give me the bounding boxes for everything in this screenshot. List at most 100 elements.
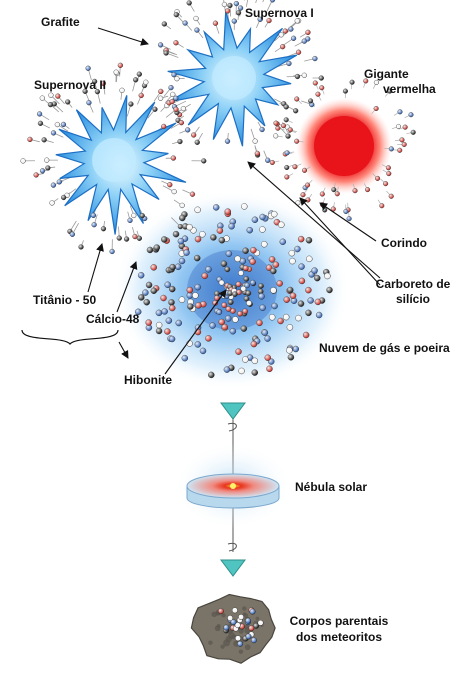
dust-grain xyxy=(184,250,190,256)
dust-grain xyxy=(252,217,258,223)
dust-grain xyxy=(320,192,325,197)
dust-grain xyxy=(278,318,284,324)
dust-grain xyxy=(242,357,248,363)
dust-grain xyxy=(244,283,249,288)
dust-grain xyxy=(57,179,62,184)
dust-grain xyxy=(147,247,153,253)
dust-grain xyxy=(87,100,92,105)
dust-grain xyxy=(175,264,181,270)
dust-grain xyxy=(51,183,56,188)
dust-grain xyxy=(169,286,175,292)
dust-grain xyxy=(299,278,305,284)
dust-grain xyxy=(158,42,163,47)
dust-grain xyxy=(187,224,193,230)
dust-grain xyxy=(389,194,394,199)
dust-grain xyxy=(251,341,257,347)
dust-grain xyxy=(287,61,292,66)
dust-grain xyxy=(294,246,300,252)
dust-grain xyxy=(293,164,298,169)
dust-grain xyxy=(172,189,177,194)
dust-grain xyxy=(128,218,133,223)
dust-grain xyxy=(21,158,26,163)
rock-texture xyxy=(208,640,212,644)
dust-grain xyxy=(305,287,311,293)
dust-grain xyxy=(170,264,176,270)
rock-texture xyxy=(239,649,243,653)
dust-grain xyxy=(169,299,175,305)
dust-grain xyxy=(151,264,157,270)
dust-grain xyxy=(143,80,148,85)
embedded-grain xyxy=(258,620,263,625)
dust-grain xyxy=(313,81,318,86)
embedded-grain xyxy=(231,619,236,624)
dust-grain xyxy=(327,287,333,293)
dust-grain xyxy=(205,335,211,341)
dust-grain xyxy=(303,332,309,338)
label-supernova-i: Supernova I xyxy=(245,6,314,20)
dust-grain xyxy=(172,72,177,77)
dust-grain xyxy=(306,256,312,262)
supernova-i-ray xyxy=(256,0,258,3)
dust-grain xyxy=(40,168,45,173)
label-gigante: Gigante xyxy=(364,67,409,81)
dust-grain xyxy=(192,292,198,298)
dust-grain xyxy=(301,192,306,197)
dust-grain xyxy=(295,74,300,79)
dust-grain xyxy=(308,297,314,303)
dust-grain xyxy=(169,305,175,311)
dust-grain xyxy=(347,216,352,221)
flow-arrow-1 xyxy=(221,403,245,419)
dust-grain xyxy=(229,223,235,229)
dust-grain xyxy=(174,12,179,17)
dust-grain xyxy=(133,234,138,239)
supernova-i-core xyxy=(212,56,256,100)
dust-grain xyxy=(265,355,271,361)
dust-grain xyxy=(208,372,214,378)
embedded-grain xyxy=(232,608,237,613)
dust-grain xyxy=(187,287,193,293)
dust-grain xyxy=(55,122,60,127)
embedded-grain xyxy=(238,614,243,619)
dust-grain xyxy=(243,266,248,271)
rock-texture xyxy=(256,617,260,621)
dust-grain xyxy=(286,134,291,139)
dust-grain xyxy=(270,287,276,293)
label-corpos: Corpos parentais xyxy=(283,614,395,628)
dust-grain xyxy=(170,92,175,97)
dust-grain xyxy=(210,234,216,240)
dust-grain xyxy=(271,211,277,217)
dust-grain xyxy=(225,9,230,14)
dust-grain xyxy=(222,303,227,308)
dust-grain xyxy=(158,96,163,101)
dust-grain xyxy=(256,320,262,326)
dust-grain xyxy=(176,320,182,326)
embedded-grain xyxy=(250,609,255,614)
dust-grain xyxy=(316,312,322,318)
dust-grain xyxy=(288,27,293,32)
dust-grain xyxy=(277,280,283,286)
dust-grain xyxy=(40,96,45,101)
dust-grain xyxy=(293,108,298,113)
dust-grain xyxy=(283,314,289,320)
dust-grain xyxy=(164,328,170,334)
dust-grain xyxy=(280,44,285,49)
dust-grain xyxy=(284,297,290,303)
dust-grain xyxy=(243,248,249,254)
rock-texture xyxy=(245,644,251,650)
dust-grain xyxy=(252,370,258,376)
embedded-grain xyxy=(245,618,250,623)
dust-grain xyxy=(275,126,280,131)
dust-grain xyxy=(48,102,53,107)
dust-grain xyxy=(270,0,275,2)
dust-grain xyxy=(49,93,54,98)
dust-grain xyxy=(138,294,144,300)
dust-grain xyxy=(120,88,125,93)
label-titanio-50: Titânio - 50 xyxy=(33,293,96,307)
dust-grain xyxy=(239,368,245,374)
dust-grain xyxy=(269,256,275,262)
dust-grain xyxy=(322,208,327,213)
dust-grain xyxy=(151,288,157,294)
dust-grain xyxy=(398,110,403,115)
dust-grain xyxy=(50,201,55,206)
dust-grain xyxy=(194,255,200,261)
